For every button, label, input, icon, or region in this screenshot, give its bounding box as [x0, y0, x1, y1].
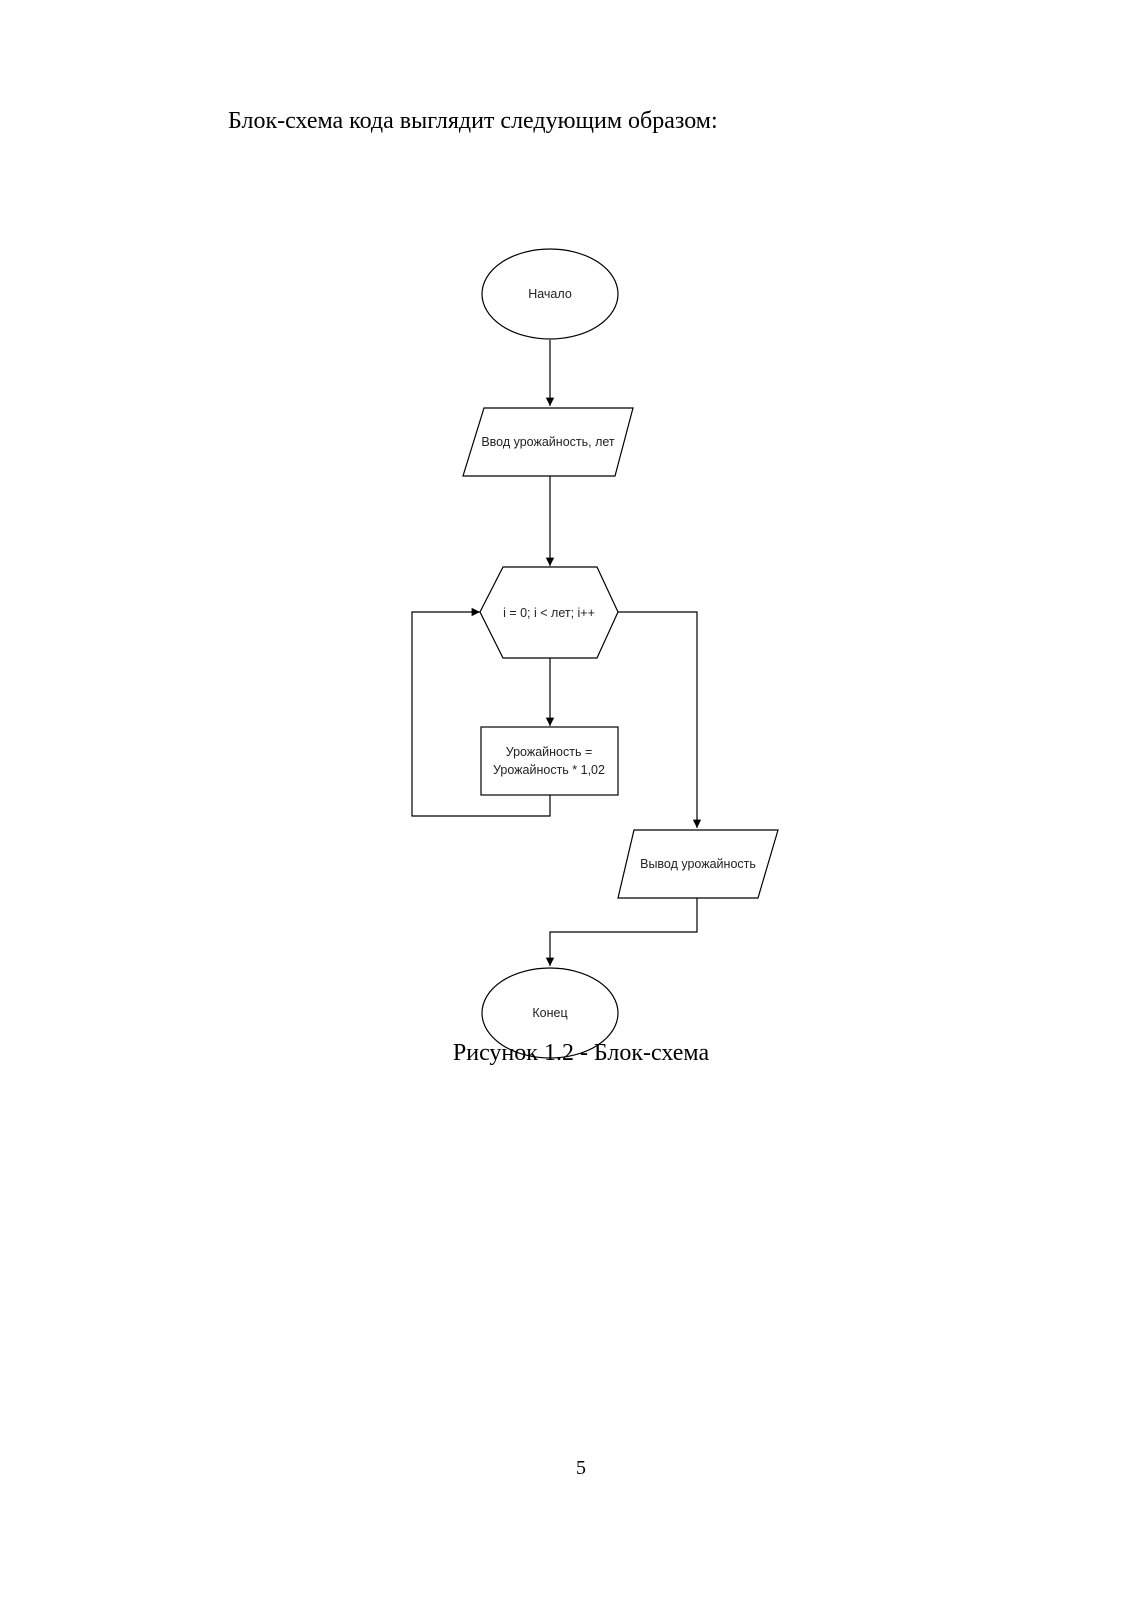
page-number: 5	[576, 1457, 586, 1479]
start-node: Начало	[481, 248, 619, 340]
start-label: Начало	[528, 287, 572, 301]
process-label-line1: Урожайность =	[506, 745, 593, 759]
process-node: Урожайность = Урожайность * 1,02	[480, 726, 619, 796]
loop-label: i = 0; i < лет; i++	[503, 606, 595, 620]
figure-caption: Рисунок 1.2 - Блок-схема	[452, 1040, 710, 1066]
edge-loop-exit-to-output	[617, 611, 702, 828]
input-label: Ввод урожайность, лет	[481, 435, 615, 449]
end-node: Конец	[481, 967, 619, 1059]
flowchart-edges	[411, 340, 702, 966]
edge-output-to-end	[545, 898, 698, 966]
process-label-line2: Урожайность * 1,02	[493, 763, 605, 777]
edge-process-back-to-loop	[411, 607, 551, 817]
output-label: Вывод урожайность	[640, 857, 756, 871]
input-node: Ввод урожайность, лет	[462, 407, 634, 477]
intro-paragraph: Блок-схема кода выглядит следующим образ…	[228, 108, 718, 134]
loop-node: i = 0; i < лет; i++	[479, 566, 619, 659]
end-label: Конец	[532, 1006, 567, 1020]
output-node: Вывод урожайность	[617, 829, 779, 899]
